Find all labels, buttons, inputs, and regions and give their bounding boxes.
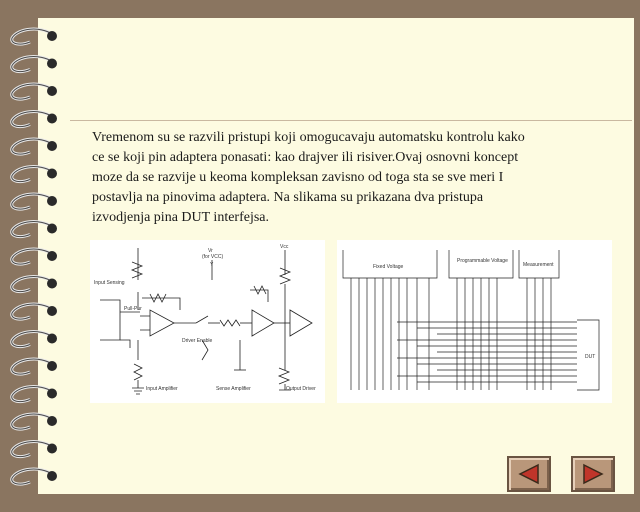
label-sense-amplifier: Sense Amplifier: [216, 386, 251, 392]
figure-relay-matrix: Fixed Voltage Programmable Voltage Measu…: [337, 240, 612, 403]
spiral-ring: [10, 137, 57, 156]
spiral-binding: [10, 27, 57, 486]
label-output-driver: Output Driver: [286, 386, 316, 392]
spiral-ring: [10, 220, 57, 239]
spiral-ring: [10, 82, 57, 101]
spiral-ring: [10, 165, 57, 184]
label-vr: Vr: [208, 248, 213, 254]
label-driver-enable: Driver Enable: [182, 338, 213, 344]
spiral-ring: [10, 247, 57, 266]
slide-body-text: Vremenom su se razvili pristupi koji omo…: [92, 130, 525, 225]
spiral-ring: [10, 467, 57, 486]
label-pull: Pull-Pur: [124, 306, 142, 312]
spiral-ring: [10, 440, 57, 459]
arrow-left-icon: [518, 463, 539, 485]
spiral-ring: [10, 302, 57, 321]
spiral-ring: [10, 275, 57, 294]
figure-pin-driver-circuit: Vr (for VCC) Y Vcc Input Sensing Pull-Pu…: [90, 240, 325, 403]
label-input-amplifier: Input Amplifier: [146, 386, 178, 392]
previous-slide-button[interactable]: [507, 456, 551, 492]
spiral-ring: [10, 385, 57, 404]
spiral-ring: [10, 357, 57, 376]
label-y: Y: [210, 262, 214, 268]
spiral-ring: [10, 192, 57, 211]
spiral-ring: [10, 27, 57, 46]
horizontal-divider: [70, 120, 632, 121]
label-vcc: Vcc: [280, 244, 289, 250]
next-slide-button[interactable]: [571, 456, 615, 492]
label-vr-sub: (for VCC): [202, 254, 223, 260]
spiral-ring: [10, 330, 57, 349]
label-fixed-voltage: Fixed Voltage: [373, 264, 404, 270]
spiral-ring: [10, 55, 57, 74]
arrow-right-icon: [583, 463, 604, 485]
spiral-ring: [10, 412, 57, 431]
label-programmable-voltage: Programmable Voltage: [457, 258, 508, 264]
label-measurement: Measurement: [523, 262, 554, 268]
spiral-ring: [10, 110, 57, 129]
label-dut: DUT: [585, 354, 595, 360]
label-input-sensing: Input Sensing: [94, 280, 125, 286]
